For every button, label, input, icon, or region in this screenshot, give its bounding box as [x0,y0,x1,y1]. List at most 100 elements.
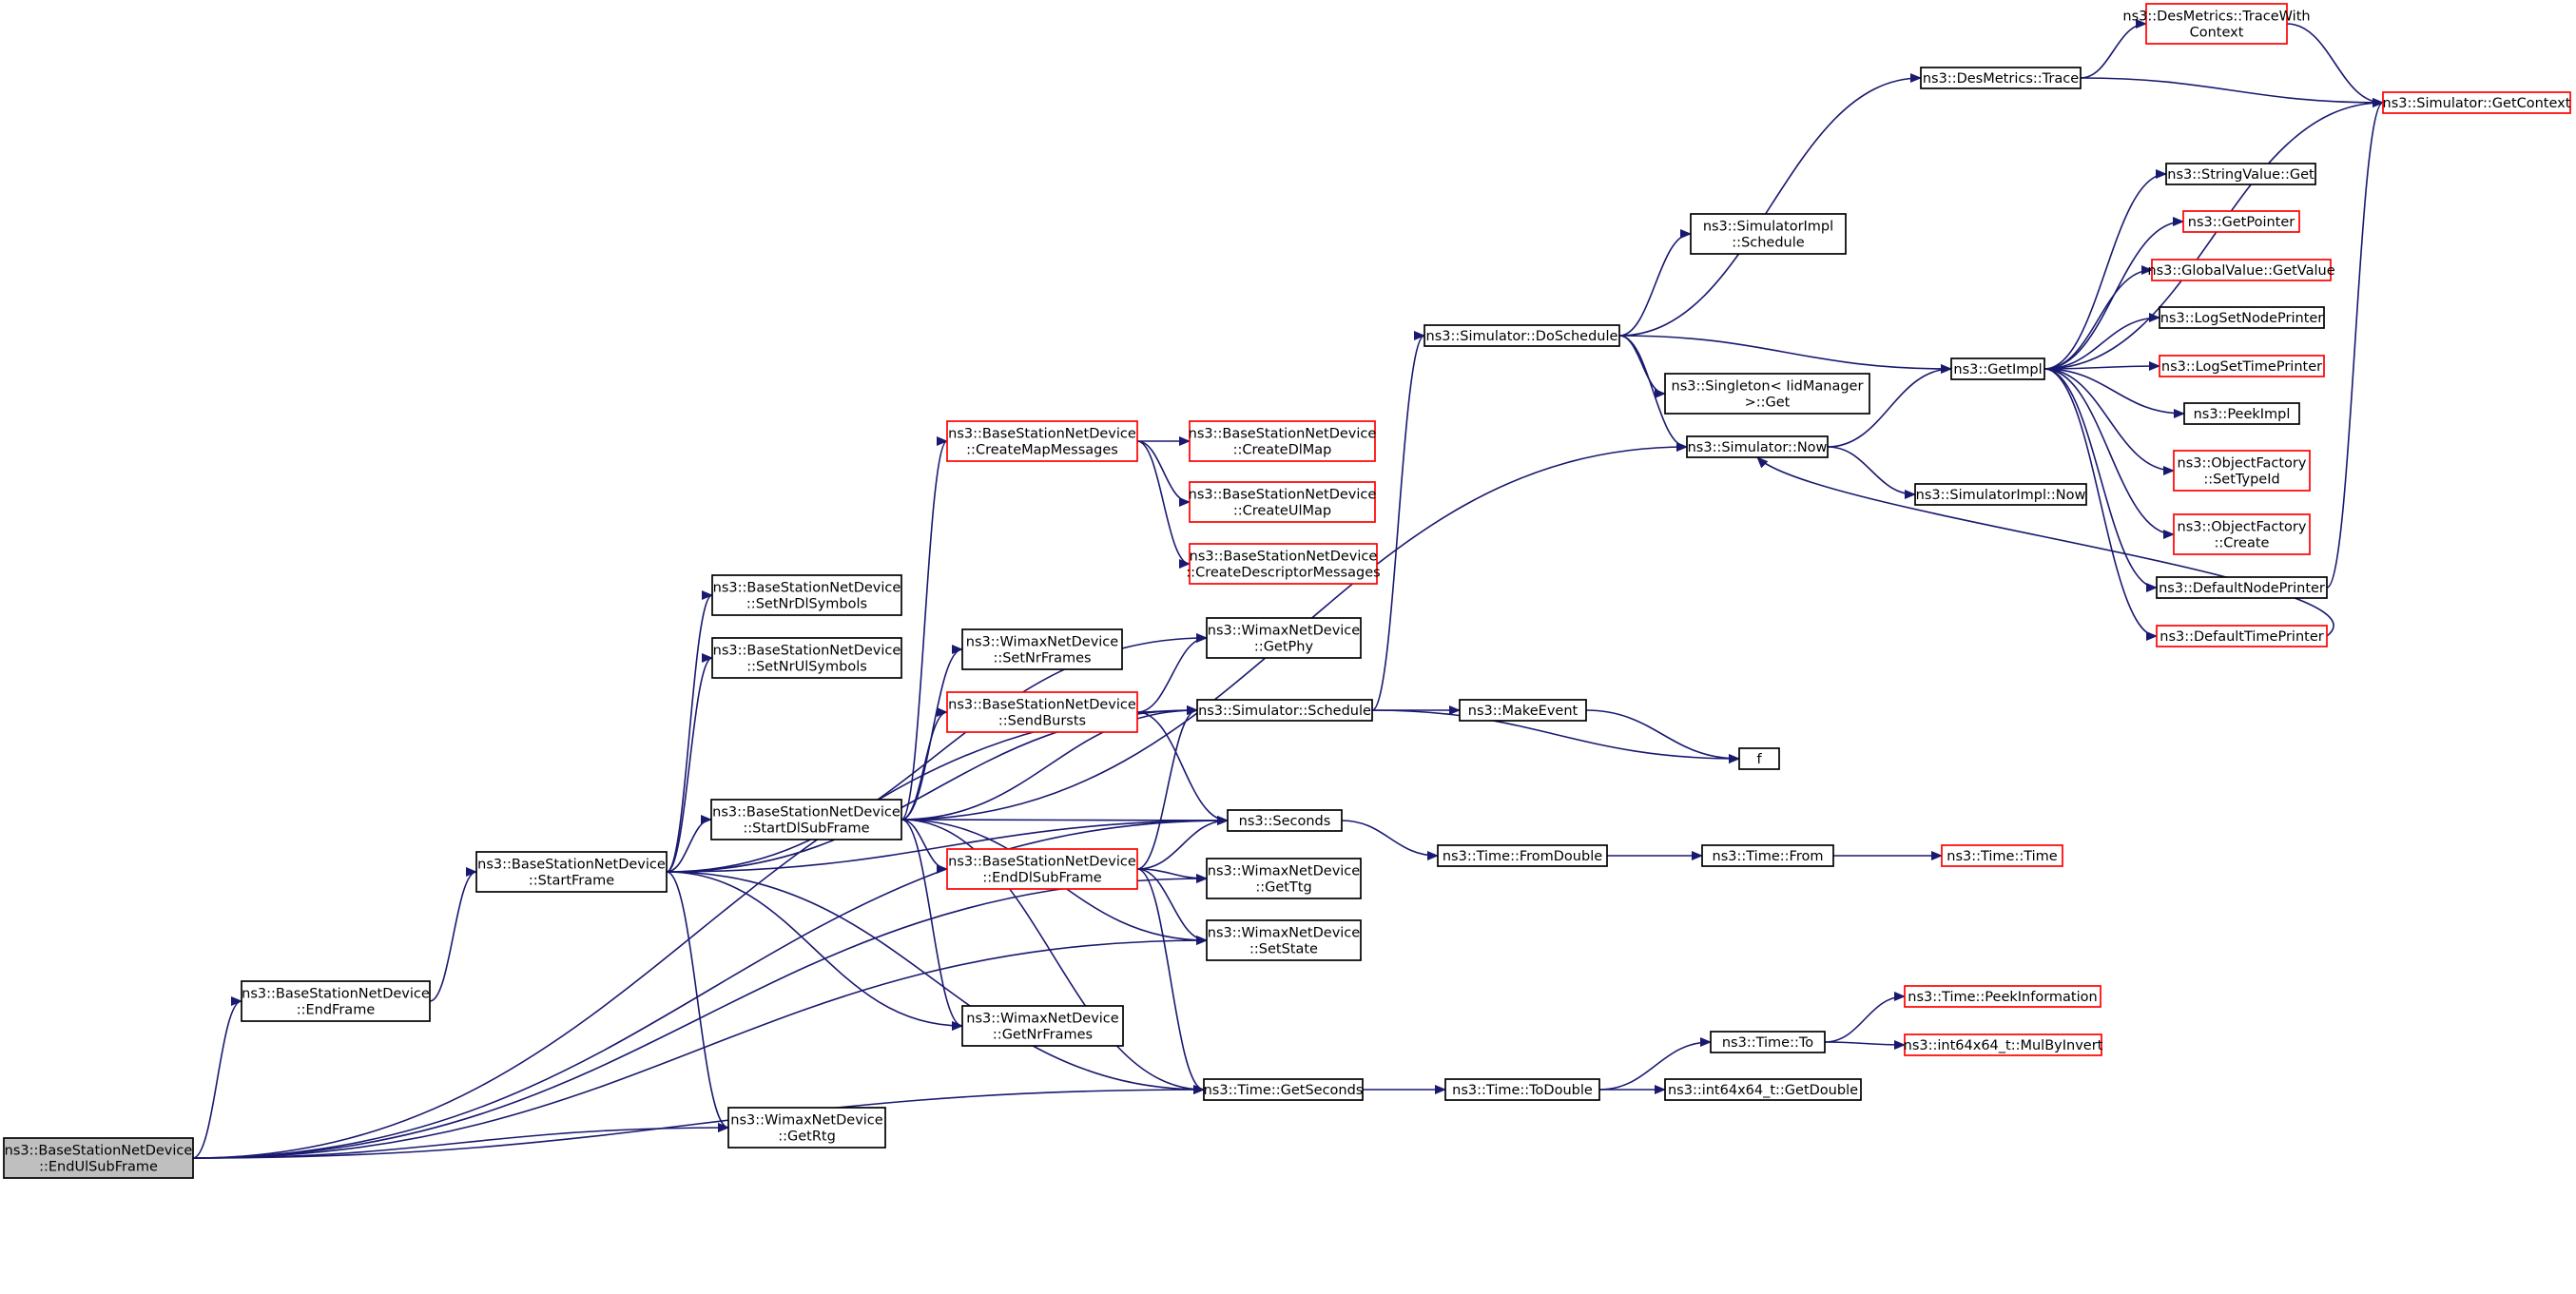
node-box [1904,1033,2102,1056]
node-createdesc[interactable]: ns3::BaseStationNetDevice::CreateDescrip… [1186,543,1381,585]
node-label: ns3::StringValue::Get [2167,167,2315,183]
node-getttg[interactable]: ns3::WimaxNetDevice::GetTtg [1206,858,1362,899]
node-setnrframes[interactable]: ns3::WimaxNetDevice::SetNrFrames [961,628,1123,670]
node-label: ns3::Time::ToDouble [1452,1083,1593,1098]
node-label: ::StartDlSubFrame [743,821,869,837]
node-strget[interactable]: ns3::StringValue::Get [2165,163,2316,185]
node-label: ::GetTtg [1255,880,1311,896]
edge-endul-to-setstate [192,936,1208,1159]
nodes-layer: ns3::BaseStationNetDevice::EndUlSubFrame… [3,3,2571,1179]
node-from[interactable]: ns3::Time::From [1701,844,1834,867]
node-box [961,628,1123,670]
node-label: ns3::GetPointer [2188,215,2295,230]
edge-enddl-to-setstate [1136,868,1208,945]
node-now[interactable]: ns3::Simulator::Now [1686,435,1829,458]
node-deftime[interactable]: ns3::DefaultTimePrinter [2156,625,2328,647]
edge-endframe-to-startframe [429,867,477,1002]
node-fromdouble[interactable]: ns3::Time::FromDouble [1437,844,1608,867]
node-label: ns3::BaseStationNetDevice [948,855,1136,870]
node-getseconds[interactable]: ns3::Time::GetSeconds [1203,1078,1364,1101]
node-simimplnow[interactable]: ns3::SimulatorImpl::Now [1914,483,2087,506]
node-label: ns3::Simulator::DoSchedule [1426,329,1618,344]
node-label: ::SendBursts [998,714,1086,729]
node-label: ns3::SimulatorImpl [1703,220,1833,235]
edge-endul-to-seconds [192,816,1229,1159]
node-getpointer[interactable]: ns3::GetPointer [2182,210,2300,233]
edge-getimpl-to-strget [2043,169,2167,370]
node-desmtrace[interactable]: ns3::DesMetrics::Trace [1920,67,2082,89]
node-box [1444,1078,1600,1101]
node-makeevent[interactable]: ns3::MakeEvent [1459,699,1587,722]
node-endframe[interactable]: ns3::BaseStationNetDevice::EndFrame [241,980,431,1022]
node-getrtg[interactable]: ns3::WimaxNetDevice::GetRtg [727,1107,886,1149]
node-enddl[interactable]: ns3::BaseStationNetDevice::EndDlSubFrame [946,848,1138,890]
node-startframe[interactable]: ns3::BaseStationNetDevice::StartFrame [475,851,668,893]
node-label: ns3::BaseStationNetDevice [712,805,901,821]
node-todouble[interactable]: ns3::Time::ToDouble [1444,1078,1600,1101]
node-box [1710,1031,1826,1053]
node-box [1189,543,1378,585]
node-setnrul[interactable]: ns3::BaseStationNetDevice::SetNrUlSymbol… [711,637,902,679]
node-mulbyinvert[interactable]: ns3::int64x64_t::MulByInvert [1904,1033,2103,1056]
node-defnode[interactable]: ns3::DefaultNodePrinter [2156,576,2328,599]
node-getimpl[interactable]: ns3::GetImpl [1950,357,2045,380]
node-gvgetvalue[interactable]: ns3::GlobalValue::GetValue [2147,259,2335,281]
node-setseconds-dl[interactable]: ns3::BaseStationNetDevice::SetNrDlSymbol… [711,574,902,616]
node-ofcreate[interactable]: ns3::ObjectFactory::Create [2173,513,2311,555]
node-label: ns3::WimaxNetDevice [1208,926,1360,941]
node-createmap[interactable]: ns3::BaseStationNetDevice::CreateMapMess… [946,420,1138,462]
edge-startdl-to-sendbursts [901,707,948,821]
node-sendbursts[interactable]: ns3::BaseStationNetDevice::SendBursts [946,691,1138,733]
edge-desmtrace-to-tracectx [2080,19,2147,79]
node-ofsettype[interactable]: ns3::ObjectFactory::SetTypeId [2173,450,2311,492]
node-box [2151,259,2332,281]
edge-defnode-to-getcontext [2326,98,2384,589]
node-peekinfo[interactable]: ns3::Time::PeekInformation [1904,985,2101,1008]
node-getphy[interactable]: ns3::WimaxNetDevice::GetPhy [1206,617,1362,659]
node-lognode[interactable]: ns3::LogSetNodePrinter [2159,306,2325,329]
node-endul[interactable]: ns3::BaseStationNetDevice::EndUlSubFrame [3,1137,194,1179]
node-label: Context [2190,26,2244,41]
edge-doschedule-to-singleton [1618,335,1666,398]
node-label: ns3::WimaxNetDevice [1208,864,1360,879]
node-label: ::EndDlSubFrame [982,871,1101,886]
node-doschedule[interactable]: ns3::Simulator::DoSchedule [1424,324,1620,347]
node-peekimpl[interactable]: ns3::PeekImpl [2183,402,2300,425]
node-createdl[interactable]: ns3::BaseStationNetDevice::CreateDlMap [1189,420,1377,462]
node-simimplsched[interactable]: ns3::SimulatorImpl::Schedule [1690,213,1847,255]
edge-startframe-to-getnrframes [666,871,963,1031]
node-setstate[interactable]: ns3::WimaxNetDevice::SetState [1206,919,1362,961]
node-getdouble[interactable]: ns3::int64x64_t::GetDouble [1664,1078,1862,1101]
node-singleton[interactable]: ns3::Singleton< IidManager>::Get [1664,373,1870,415]
node-createul[interactable]: ns3::BaseStationNetDevice::CreateUlMap [1189,481,1377,523]
node-label: ns3::WimaxNetDevice [966,635,1118,650]
node-label: ::SetNrUlSymbols [746,660,867,675]
edge-to-to-peekinfo [1824,992,1906,1043]
edge-startdl-to-createmap [901,436,948,821]
node-getnrframes[interactable]: ns3::WimaxNetDevice::GetNrFrames [961,1005,1124,1047]
edge-to-to-mulbyinvert [1824,1039,1906,1050]
node-seconds[interactable]: ns3::Seconds [1227,809,1343,832]
node-getcontext[interactable]: ns3::Simulator::GetContext [2382,91,2571,114]
node-to[interactable]: ns3::Time::To [1710,1031,1826,1053]
edge-startframe-to-getseconds [666,871,1205,1094]
edge-getimpl-to-defnode [2043,368,2158,592]
node-label: ns3::BaseStationNetDevice [477,858,666,873]
node-box [2156,576,2328,599]
node-label: ns3::DefaultTimePrinter [2160,629,2323,645]
node-schedule[interactable]: ns3::Simulator::Schedule [1196,699,1373,722]
node-label: ::SetNrDlSymbols [746,597,867,612]
node-timetime[interactable]: ns3::Time::Time [1941,844,2063,867]
node-label: ::GetRtg [778,1130,836,1145]
node-box [2165,163,2316,185]
node-startdl[interactable]: ns3::BaseStationNetDevice::StartDlSubFra… [710,799,902,840]
node-label: ns3::Time::To [1722,1035,1813,1051]
node-box [946,848,1138,890]
node-box [2156,625,2328,647]
edge-desmtrace-to-getcontext [2080,77,2384,107]
node-f[interactable]: f [1738,747,1780,770]
node-label: ns3::GlobalValue::GetValue [2147,263,2334,279]
node-logtime[interactable]: ns3::LogSetTimePrinter [2159,355,2325,377]
